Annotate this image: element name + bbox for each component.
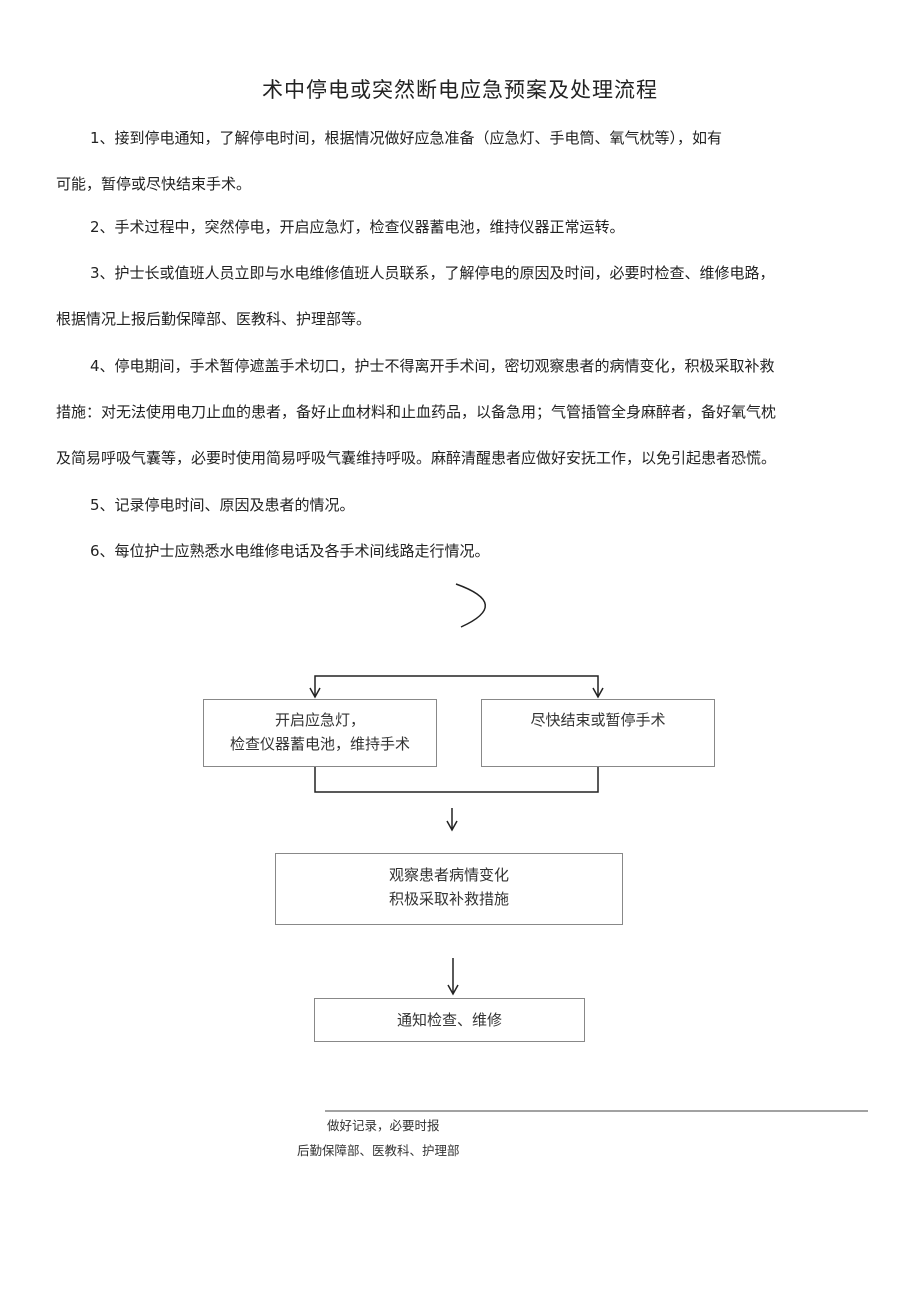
flow-box-2-line-1: 尽快结束或暂停手术 xyxy=(530,711,666,729)
paragraph-5-line-1: 5、记录停电时间、原因及患者的情况。 xyxy=(90,496,355,514)
start-arc xyxy=(455,583,486,628)
note-record: 做好记录，必要时报 xyxy=(327,1118,440,1133)
flow-box-emergency-light: 开启应急灯， 检查仪器蓄电池，维持手术 xyxy=(203,699,437,767)
paragraph-1-line-1: 1、接到停电通知，了解停电时间，根据情况做好应急准备（应急灯、手电筒、氧气枕等）… xyxy=(90,129,723,147)
paragraph-1-line-2: 可能，暂停或尽快结束手术。 xyxy=(56,175,252,193)
paragraph-6: 6、每位护士应熟悉水电维修电话及各手术间线路走行情况。 xyxy=(56,528,884,574)
paragraph-5: 5、记录停电时间、原因及患者的情况。 xyxy=(56,482,884,528)
paragraph-1: 1、接到停电通知，了解停电时间，根据情况做好应急准备（应急灯、手电筒、氧气枕等）… xyxy=(56,115,884,207)
split-arrow-right xyxy=(592,687,604,699)
merge-connector xyxy=(314,767,599,793)
paragraph-3-line-1: 3、护士长或值班人员立即与水电维修值班人员联系，了解停电的原因及时间，必要时检查… xyxy=(90,264,775,282)
paragraph-4-line-1: 4、停电期间，手术暂停遮盖手术切口，护士不得离开手术间，密切观察患者的病情变化，… xyxy=(90,357,775,375)
flow-box-1-line-1: 开启应急灯， xyxy=(274,711,365,729)
split-connector xyxy=(314,675,599,697)
paragraph-6-line-1: 6、每位护士应熟悉水电维修电话及各手术间线路走行情况。 xyxy=(90,542,490,560)
flow-box-1-line-2: 检查仪器蓄电池，维持手术 xyxy=(229,735,410,753)
flow-box-4-line-1: 通知检查、维修 xyxy=(396,1011,502,1029)
flow-box-notify-repair: 通知检查、维修 xyxy=(314,998,585,1042)
flow-box-end-surgery: 尽快结束或暂停手术 xyxy=(481,699,715,767)
flow-box-3-line-2: 积极采取补救措施 xyxy=(388,890,509,908)
flow-box-3-line-1: 观察患者病情变化 xyxy=(388,866,509,884)
paragraph-3-line-2: 根据情况上报后勤保障部、医教科、护理部等。 xyxy=(56,310,372,328)
note-departments: 后勤保障部、医教科、护理部 xyxy=(297,1143,460,1158)
paragraph-2-line-1: 2、手术过程中，突然停电，开启应急灯，检查仪器蓄电池，维持仪器正常运转。 xyxy=(90,218,625,236)
paragraph-2: 2、手术过程中，突然停电，开启应急灯，检查仪器蓄电池，维持仪器正常运转。 xyxy=(56,204,884,250)
arrow-to-observe-head xyxy=(446,820,458,832)
split-arrow-left xyxy=(309,687,321,699)
page-title: 术中停电或突然断电应急预案及处理流程 xyxy=(262,78,658,102)
paragraph-4-line-3: 及简易呼吸气囊等，必要时使用简易呼吸气囊维持呼吸。麻醉清醒患者应做好安抚工作，以… xyxy=(56,449,777,467)
arrow-to-notify-head xyxy=(447,984,459,996)
flow-box-observe-patient: 观察患者病情变化 积极采取补救措施 xyxy=(275,853,623,925)
paragraph-4: 4、停电期间，手术暂停遮盖手术切口，护士不得离开手术间，密切观察患者的病情变化，… xyxy=(56,343,884,481)
paragraph-3: 3、护士长或值班人员立即与水电维修值班人员联系，了解停电的原因及时间，必要时检查… xyxy=(56,250,884,342)
paragraph-4-line-2: 措施：对无法使用电刀止血的患者，备好止血材料和止血药品，以备急用；气管插管全身麻… xyxy=(56,403,777,421)
